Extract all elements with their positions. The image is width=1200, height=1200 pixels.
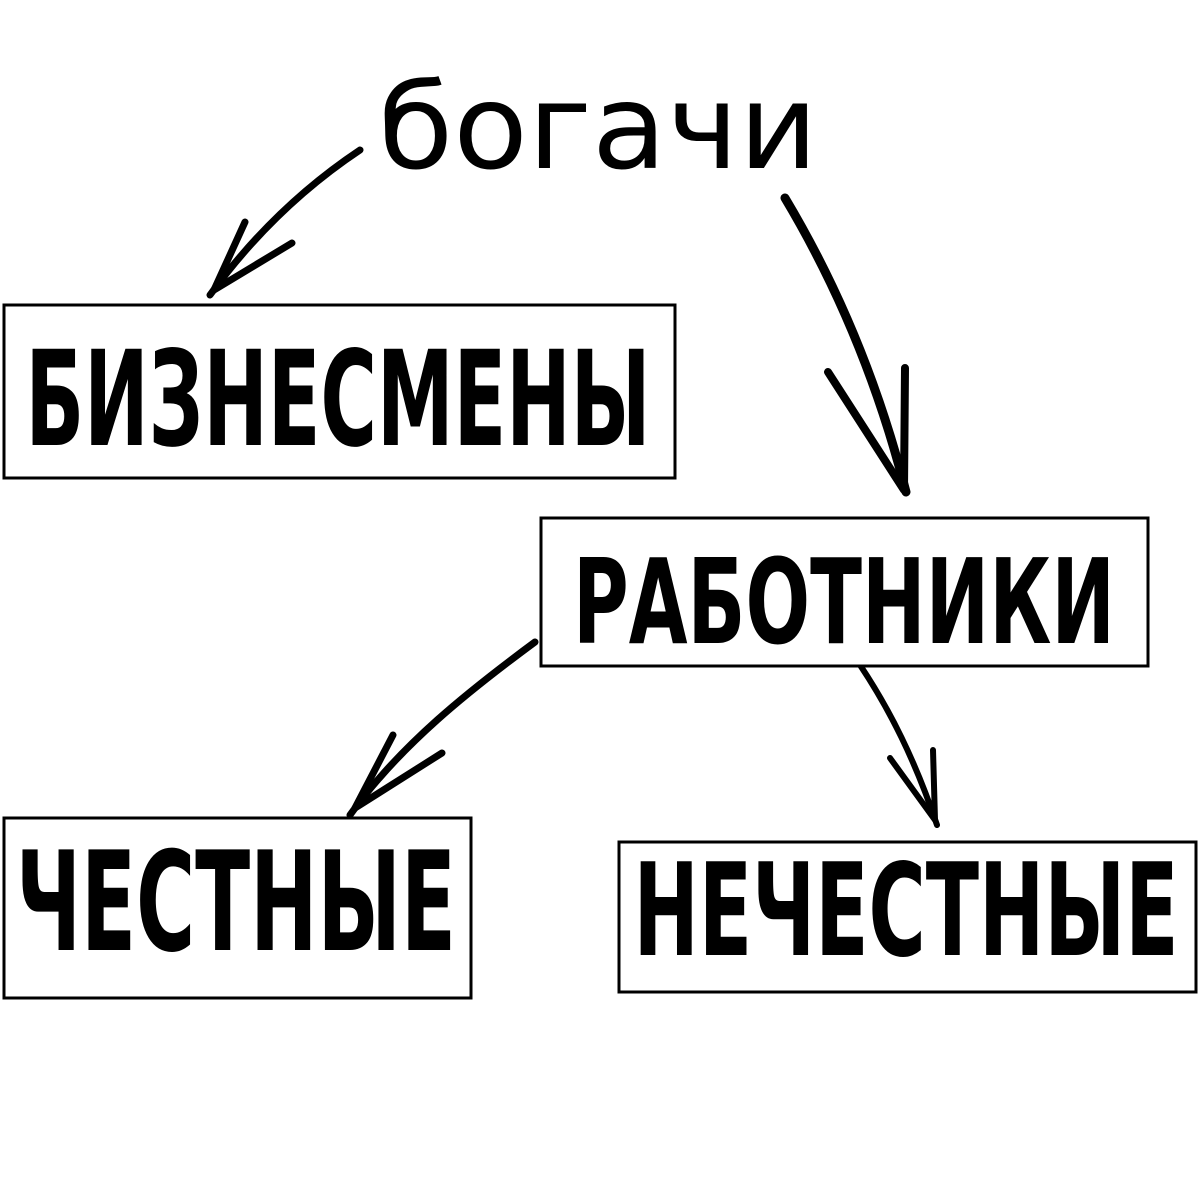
node-workers: РАБОТНИКИ bbox=[539, 516, 1150, 671]
arrow-workers-to-dishonest bbox=[857, 662, 940, 828]
arrow-root-to-businessmen bbox=[206, 146, 364, 299]
node-workers-label: РАБОТНИКИ bbox=[573, 533, 1115, 671]
node-dishonest: НЕЧЕСТНЫЕ bbox=[617, 837, 1198, 994]
node-workers-box bbox=[539, 516, 1150, 668]
node-dishonest-label: НЕЧЕСТНЫЕ bbox=[634, 837, 1179, 986]
node-dishonest-box bbox=[617, 840, 1198, 994]
node-honest-box bbox=[2, 816, 473, 1000]
arrow-workers-to-honest bbox=[346, 638, 539, 819]
node-businessmen-label: БИЗНЕСМЕНЫ bbox=[26, 323, 651, 477]
root-label: богачи bbox=[378, 58, 818, 196]
node-honest-label: ЧЕСТНЫЕ bbox=[16, 822, 456, 983]
arrow-root-to-workers bbox=[780, 193, 911, 497]
node-honest: ЧЕСТНЫЕ bbox=[2, 816, 473, 1000]
node-businessmen: БИЗНЕСМЕНЫ bbox=[2, 303, 677, 480]
node-businessmen-box bbox=[2, 303, 677, 480]
